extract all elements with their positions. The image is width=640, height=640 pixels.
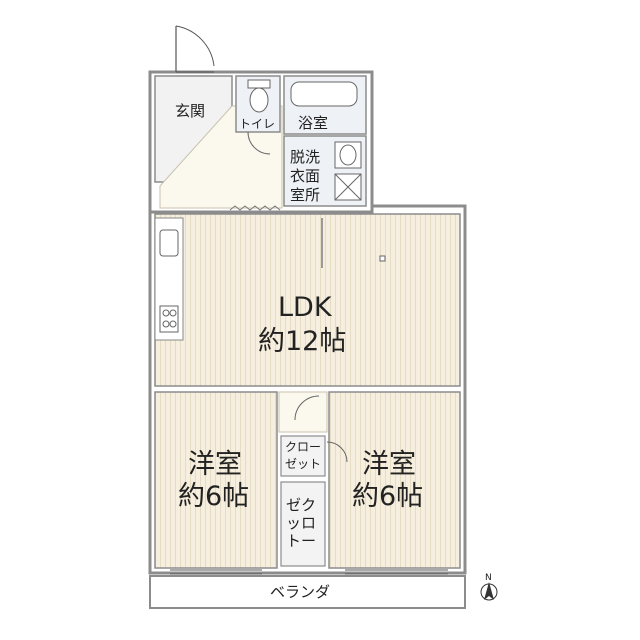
washbasin xyxy=(334,141,362,169)
closet-lower xyxy=(280,481,326,567)
western-left-size: 約6帖 xyxy=(178,481,249,512)
toilet-label: トイレ xyxy=(239,117,275,131)
closet-upper-line2: ゼット xyxy=(285,457,321,471)
western-left-name: 洋室 xyxy=(188,449,242,480)
washroom-label-line2: 衣面 xyxy=(290,167,320,185)
veranda-label: ベランダ xyxy=(270,583,330,601)
closet-lower-line2: ッロ xyxy=(286,514,316,532)
closet-upper-door-swing xyxy=(326,441,348,463)
center-hall xyxy=(278,391,328,433)
north-arrow-icon xyxy=(484,582,494,600)
ldk-size: 約12帖 xyxy=(258,326,346,357)
compass-label: N xyxy=(485,573,492,583)
toilet-door-swing xyxy=(247,131,271,155)
entrance-label: 玄関 xyxy=(175,102,205,120)
bath-label: 浴室 xyxy=(298,114,328,132)
veranda xyxy=(149,575,466,609)
stove xyxy=(159,305,179,333)
closet-lower-line1: ゼク xyxy=(286,496,316,514)
closet-lower-line3: トー xyxy=(286,532,316,550)
western-room-right xyxy=(328,391,461,569)
pillar-marker xyxy=(379,255,386,262)
bathtub xyxy=(290,81,358,107)
toilet-fixture xyxy=(247,79,271,113)
western-right-size: 約6帖 xyxy=(352,481,423,512)
closet-upper xyxy=(280,435,326,477)
ldk-name: LDK xyxy=(278,292,333,323)
closet-upper-line1: クロー xyxy=(285,440,321,454)
accordion-door xyxy=(229,205,281,211)
washroom-label-line3: 室所 xyxy=(290,186,320,204)
south-window-left xyxy=(170,569,262,575)
south-window-right xyxy=(345,569,448,575)
compass: N xyxy=(480,573,498,601)
ldk-floor xyxy=(154,213,461,387)
washing-machine-space xyxy=(334,173,362,201)
entrance-door xyxy=(175,25,215,73)
center-door-swing xyxy=(294,395,320,421)
washroom-label-line1: 脱洗 xyxy=(290,148,320,166)
kitchen-sink xyxy=(159,229,179,257)
western-room-left xyxy=(154,391,278,569)
western-right-name: 洋室 xyxy=(362,449,416,480)
